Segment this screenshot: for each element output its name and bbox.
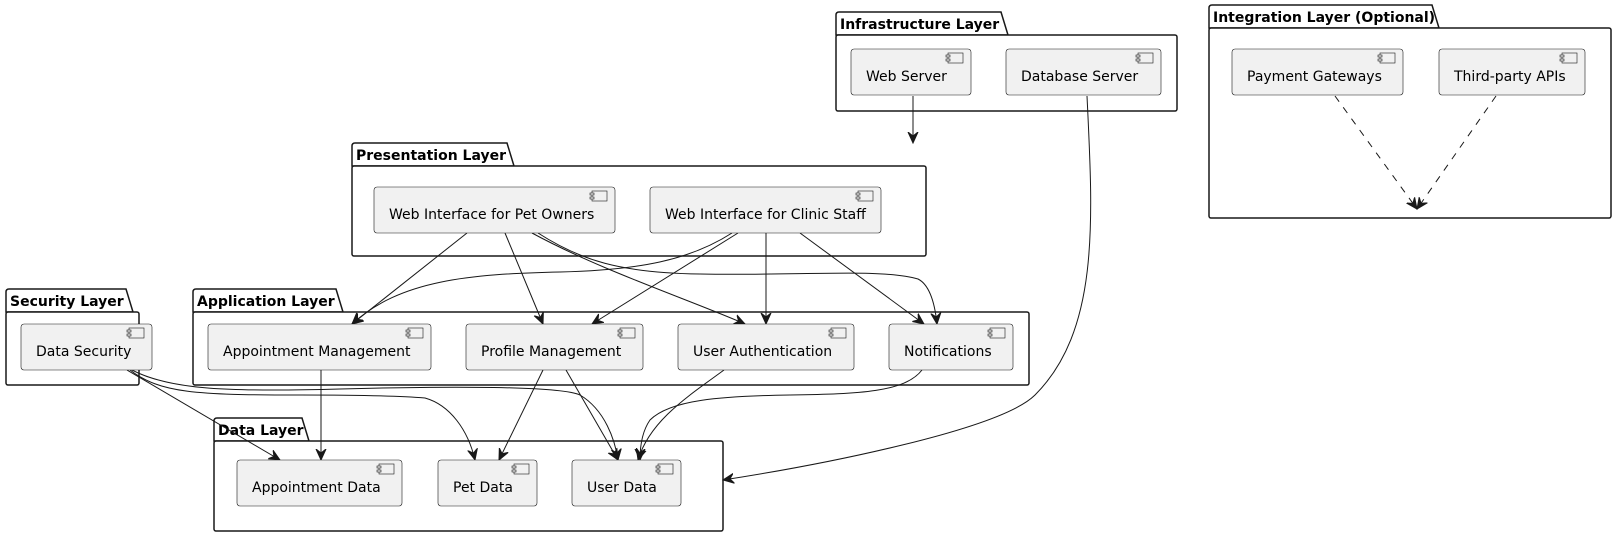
component-label: Database Server [1021, 69, 1138, 85]
component-label: Web Interface for Clinic Staff [665, 207, 866, 223]
component-web-interface-clinic-staff[interactable]: Web Interface for Clinic Staff [649, 186, 882, 234]
edge-notifications-to-user-data [640, 369, 923, 460]
edge-payment-gateways-to-integration [1334, 95, 1417, 209]
component-notifications[interactable]: Notifications [888, 323, 1014, 371]
component-data-security[interactable]: Data Security [20, 323, 153, 371]
component-label: User Data [587, 480, 657, 496]
component-third-party-apis[interactable]: Third-party APIs [1438, 48, 1586, 96]
package-title: Data Layer [218, 423, 304, 439]
edge-clinic-staff-to-profile-management [592, 232, 739, 324]
component-label: User Authentication [693, 344, 832, 360]
edge-clinic-staff-to-notifications [799, 232, 924, 324]
component-pet-data[interactable]: Pet Data [437, 459, 538, 507]
component-label: Pet Data [453, 480, 513, 496]
package-title: Infrastructure Layer [840, 17, 999, 33]
component-label: Appointment Data [252, 480, 381, 496]
package-title: Security Layer [10, 294, 124, 310]
component-label: Appointment Management [223, 344, 411, 360]
edge-pet-owners-to-notifications [537, 232, 937, 324]
component-label: Notifications [904, 344, 992, 360]
component-icon [655, 463, 674, 475]
edge-user-authentication-to-user-data [638, 369, 725, 460]
component-label: Web Interface for Pet Owners [389, 207, 594, 223]
edge-profile-management-to-user-data [565, 369, 618, 460]
component-icon [1377, 52, 1396, 64]
package-title: Integration Layer (Optional) [1213, 10, 1435, 26]
component-icon [987, 327, 1006, 339]
component-profile-management[interactable]: Profile Management [465, 323, 644, 371]
component-web-server[interactable]: Web Server [850, 48, 972, 96]
component-user-data[interactable]: User Data [571, 459, 682, 507]
edge-pet-owners-to-user-authentication [531, 232, 745, 324]
package-integration-layer: Integration Layer (Optional) [1208, 4, 1612, 219]
component-icon [589, 190, 608, 202]
package-title: Presentation Layer [356, 148, 506, 164]
component-icon [1559, 52, 1578, 64]
component-icon [828, 327, 847, 339]
component-icon [1135, 52, 1154, 64]
component-database-server[interactable]: Database Server [1005, 48, 1162, 96]
component-label: Third-party APIs [1453, 69, 1566, 85]
relations [126, 95, 1497, 480]
component-icon [511, 463, 530, 475]
edge-data-security-to-appointment-data [126, 369, 280, 460]
component-icon [405, 327, 424, 339]
component-icon [617, 327, 636, 339]
component-label: Web Server [866, 69, 947, 85]
component-label: Data Security [36, 344, 131, 360]
edge-third-party-apis-to-integration [1417, 95, 1497, 209]
edge-data-security-to-user-data [131, 369, 618, 460]
edge-profile-management-to-pet-data [499, 369, 544, 460]
edge-pet-owners-to-profile-management [504, 232, 543, 324]
component-web-interface-pet-owners[interactable]: Web Interface for Pet Owners [373, 186, 616, 234]
edge-clinic-staff-to-appointment-management [352, 232, 733, 324]
component-payment-gateways[interactable]: Payment Gateways [1231, 48, 1404, 96]
component-user-authentication[interactable]: User Authentication [677, 323, 855, 371]
component-appointment-management[interactable]: Appointment Management [207, 323, 432, 371]
component-icon [376, 463, 395, 475]
component-icon [126, 327, 145, 339]
component-label: Payment Gateways [1247, 69, 1382, 85]
component-icon [945, 52, 964, 64]
package-title: Application Layer [197, 294, 335, 310]
edge-database-server-to-data-layer [723, 95, 1092, 480]
component-icon [855, 190, 874, 202]
component-label: Profile Management [481, 344, 622, 360]
edge-data-security-to-pet-data [129, 369, 475, 460]
component-appointment-data[interactable]: Appointment Data [236, 459, 403, 507]
